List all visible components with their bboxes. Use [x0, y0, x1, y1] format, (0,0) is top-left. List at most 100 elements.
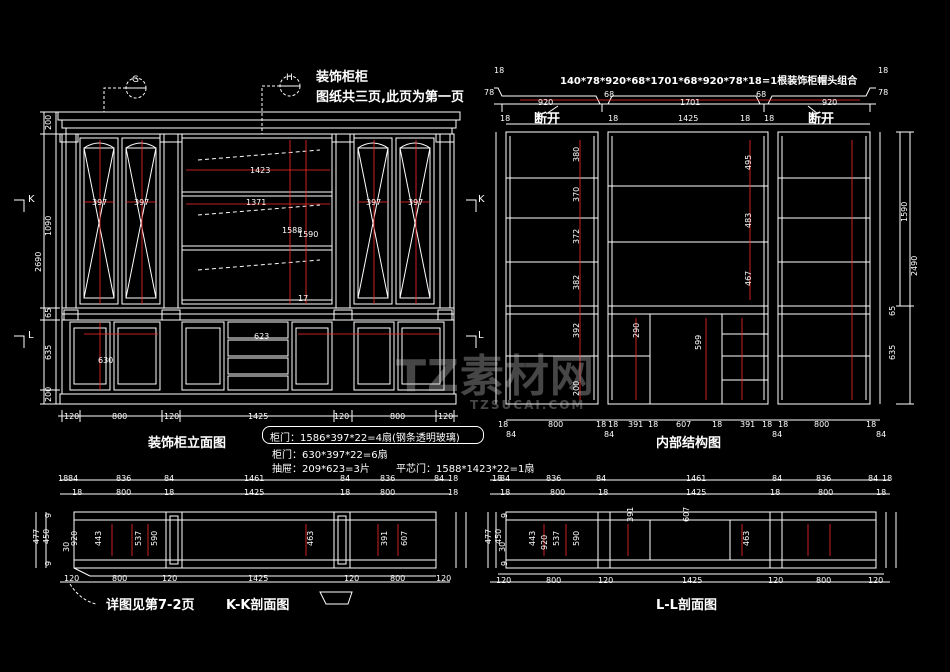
dim-elev-inner-7: 1590: [298, 230, 319, 239]
dim-crown-2: 920: [538, 98, 554, 107]
spec-glass-doors: 柜门：1586*397*22=4扇(钢条透明玻璃): [270, 433, 460, 444]
callout-letter-h: H: [286, 73, 293, 83]
dim-crown-8: 18: [878, 66, 889, 75]
dim-elev-inner-3: 397: [366, 198, 382, 207]
dim-int-bottom-2: 18: [596, 420, 607, 429]
dim-int-vert-2: 372: [572, 228, 581, 244]
elevation-view: [57, 111, 461, 405]
dim-int-bottom-12: 18: [866, 420, 877, 429]
dim-kk-bottom-4: 120: [344, 574, 360, 583]
dim-kk-inner-3: 463: [306, 530, 315, 546]
dim-ll-left-0: 477: [484, 528, 493, 544]
internal-structure-view: [495, 123, 914, 421]
dim-ll-bottom-2: 120: [598, 576, 614, 585]
dim-kk-left-1: 450: [42, 528, 51, 544]
dim-crown-1: 78: [484, 88, 495, 97]
dim-ll-bottom-5: 800: [816, 576, 832, 585]
watermark-url: TZSUCAI.COM: [470, 398, 586, 412]
dim-elev-bottom-1: 800: [112, 412, 128, 421]
dim-int-right-3: 635: [888, 344, 897, 360]
dim-ll-inner-5: 607: [682, 506, 691, 522]
dim-kk-left-3: 9: [44, 560, 53, 566]
dim-int-right-0: 1590: [900, 201, 909, 222]
dim-ll-top-1: 84: [500, 474, 511, 483]
dim-ll-bottom-6: 120: [868, 576, 884, 585]
break-mark-left: 断开: [534, 112, 561, 127]
dim-elev-left-3: 65: [44, 307, 53, 318]
dim-kk-left-2: 9: [44, 512, 53, 518]
crown-combo-note: 140*78*920*68*1701*68*920*78*18=1根装饰柜帽头组…: [560, 76, 858, 87]
dim-int-vert-3: 382: [572, 274, 581, 290]
dim-kk-bottom-0: 120: [64, 574, 80, 583]
dim-elev-left-5: 200: [44, 386, 53, 402]
dim-kk-inner-4: 391: [380, 530, 389, 546]
dim-kk-bottom-6: 120: [436, 574, 452, 583]
dim-ll-inner-6: 920: [540, 534, 549, 550]
dim-int-top-3: 18: [740, 114, 751, 123]
dim-int-bottom-11: 800: [814, 420, 830, 429]
dim-ll-inner-1: 537: [552, 530, 561, 546]
dim-elev-inner-6: 1588: [282, 226, 303, 235]
dim-ll-inner-3: 463: [742, 530, 751, 546]
dim-kk-bottom-1: 800: [112, 574, 128, 583]
dim-kk-top-7: 84: [434, 474, 445, 483]
dim-kk-mid-3: 1425: [244, 488, 265, 497]
kk-section-view: [35, 479, 467, 605]
dim-int-bottom-6: 607: [676, 420, 692, 429]
detail-reference-note: 详图见第7-2页: [106, 598, 195, 613]
dim-int-top-0: 18: [500, 114, 511, 123]
dim-ll-top-5: 84: [772, 474, 783, 483]
dim-kk-inner-2: 590: [150, 530, 159, 546]
dim-kk-top-4: 1461: [244, 474, 265, 483]
dim-ll-mid-4: 18: [770, 488, 781, 497]
dim-elev-inner-8: 17: [298, 294, 309, 303]
dim-kk-top-3: 84: [164, 474, 175, 483]
dim-int-vert-5: 290: [632, 322, 641, 338]
dim-int-right-2: 65: [888, 305, 897, 316]
dim-int-vert-1: 370: [572, 186, 581, 202]
dim-int-bottom-8: 391: [740, 420, 756, 429]
dim-kk-top-6: 836: [380, 474, 396, 483]
dim-elev-inner-2: 1371: [246, 198, 267, 207]
dim-elev-bottom-2: 120: [164, 412, 180, 421]
dim-ll-mid-2: 18: [598, 488, 609, 497]
crown-profile: [494, 87, 876, 115]
dim-int-bottom-9: 18: [762, 420, 773, 429]
dim-ll-top-4: 1461: [686, 474, 707, 483]
dim-int-vert-8: 483: [744, 212, 753, 228]
dim-crown-7: 78: [878, 88, 889, 97]
red-dimension-lines: [84, 99, 860, 556]
dim-int-bottom2-0: 84: [506, 430, 517, 439]
dim-elev-bottom-4: 120: [334, 412, 350, 421]
section-letter-l-right: L: [478, 330, 484, 341]
dim-crown-4: 1701: [680, 98, 701, 107]
spec-box-outline: [262, 426, 484, 444]
dim-ll-top-3: 84: [596, 474, 607, 483]
dim-elev-bottom-5: 800: [390, 412, 406, 421]
dim-elev-bottom-0: 120: [64, 412, 80, 421]
dim-elev-inner-9: 623: [254, 332, 270, 341]
dim-int-top-4: 18: [764, 114, 775, 123]
elevation-title: 装饰柜立面图: [148, 436, 227, 451]
dim-kk-mid-6: 18: [448, 488, 459, 497]
dim-elev-inner-0: 397: [92, 198, 108, 207]
dim-kk-bottom-3: 1425: [248, 574, 269, 583]
kk-section-title: K-K剖面图: [226, 598, 290, 613]
section-letter-k-right: K: [478, 194, 485, 205]
dim-kk-top-5: 84: [340, 474, 351, 483]
dim-elev-bottom-6: 120: [438, 412, 454, 421]
dim-int-vert-10: 599: [694, 334, 703, 350]
dim-kk-top-1: 84: [68, 474, 79, 483]
dim-ll-bottom-4: 120: [768, 576, 784, 585]
dim-kk-top-0: 18: [58, 474, 69, 483]
dim-int-bottom-4: 391: [628, 420, 644, 429]
dim-elev-left-0: 200: [44, 114, 53, 130]
dim-kk-bottom-2: 120: [162, 574, 178, 583]
dim-int-top-1: 18: [608, 114, 619, 123]
dim-elev-inner-1: 397: [134, 198, 150, 207]
ll-section-title: L-L剖面图: [656, 598, 717, 613]
section-letter-k-left: K: [28, 194, 35, 205]
internal-title: 内部结构图: [656, 436, 722, 451]
drawing-title: 装饰柜柜: [316, 70, 369, 85]
